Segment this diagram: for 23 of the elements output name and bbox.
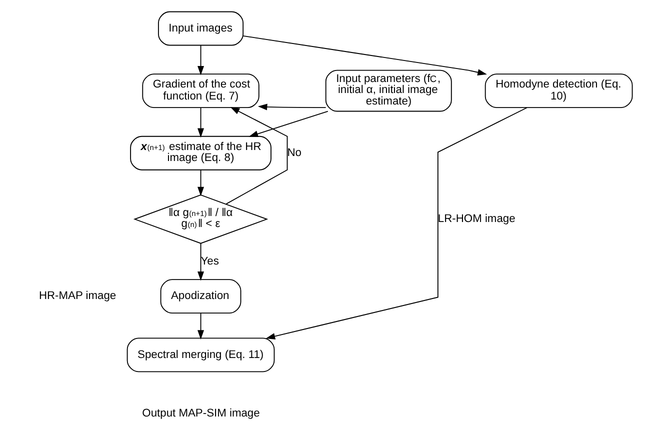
arrow bbox=[198, 169, 204, 196]
node-box: Gradient of the cost function (Eq. 7) bbox=[142, 74, 260, 108]
arrow bbox=[198, 312, 204, 340]
edge-label: LR-HOM image bbox=[438, 213, 516, 226]
arrow bbox=[266, 107, 528, 340]
arrow bbox=[248, 110, 328, 138]
edge-label: Yes bbox=[200, 255, 219, 268]
arrow bbox=[198, 243, 204, 281]
node-box: x(n+1) estimate of the HR image (Eq. 8) bbox=[130, 136, 272, 170]
arrow bbox=[242, 35, 487, 76]
edge-label: No bbox=[287, 146, 302, 159]
node-box: Input images bbox=[158, 11, 244, 46]
arrow bbox=[198, 107, 204, 138]
arrow bbox=[226, 106, 288, 204]
node-diamond: ‖α g(n+1)‖ / ‖α g(n)‖ < ε bbox=[133, 194, 268, 244]
node-box: Homodyne detection (Eq. 10) bbox=[484, 74, 633, 108]
label: HR-MAP image bbox=[38, 290, 116, 302]
arrow bbox=[198, 44, 204, 76]
arrow bbox=[258, 104, 326, 110]
node-label: Output MAP-SIM image bbox=[142, 407, 260, 420]
node-box: Apodization bbox=[160, 279, 242, 314]
node-box: Input parameters (fC, initial α, initial image estimate) bbox=[325, 70, 452, 112]
node-box: Spectral merging (Eq. 11) bbox=[126, 338, 275, 372]
